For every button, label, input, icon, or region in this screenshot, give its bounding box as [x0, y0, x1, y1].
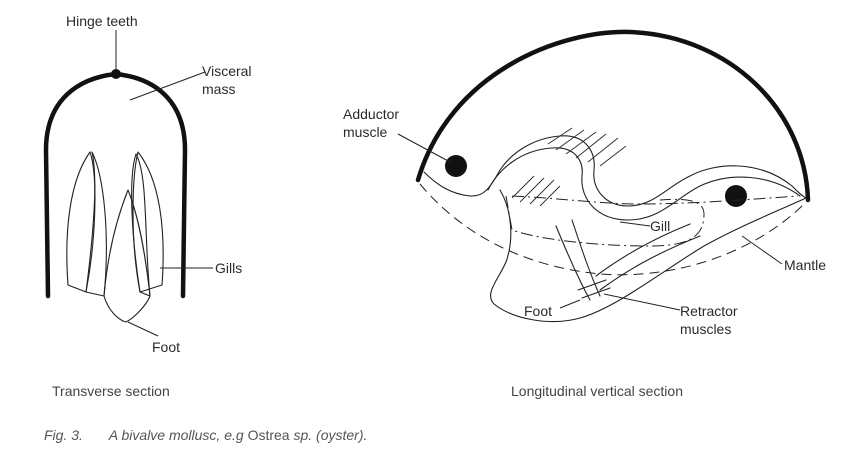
leader-visceral	[129, 71, 206, 101]
leader-adductor	[397, 133, 451, 163]
figure-number: Fig. 3.	[44, 427, 83, 443]
gill-left-inner	[85, 151, 107, 297]
label-retractor-2: muscles	[680, 321, 731, 337]
label-foot-right: Foot	[524, 303, 552, 319]
caption-longitudinal: Longitudinal vertical section	[511, 383, 683, 399]
retractor-cross	[577, 279, 611, 299]
hatching-marks	[511, 127, 627, 207]
caption-transverse: Transverse section	[52, 383, 170, 399]
foot-longitudinal	[489, 189, 807, 323]
shell-arc-longitudinal	[415, 29, 811, 203]
label-hinge-teeth: Hinge teeth	[66, 13, 138, 29]
visceral-body-outline	[423, 135, 807, 207]
label-visceral-mass-2: mass	[202, 81, 235, 97]
figure-caption: Fig. 3. A bivalve mollusc, e.g Ostrea sp…	[44, 427, 367, 443]
visceral-body-inner	[487, 147, 801, 221]
leader-retractor	[603, 293, 681, 311]
figure-genus: Ostrea	[248, 427, 290, 443]
figure-text-italic: A bivalve mollusc, e.g	[108, 427, 248, 443]
gill-right-outer	[132, 151, 164, 293]
label-adductor-2: muscle	[343, 124, 388, 140]
retractor-muscle-4	[599, 235, 701, 291]
adductor-muscle-right	[725, 185, 747, 207]
retractor-muscle-1	[555, 225, 591, 301]
adductor-muscle-left	[445, 155, 467, 177]
mantle-line	[419, 183, 809, 276]
leader-foot-left	[127, 321, 159, 337]
figure-text-tail: sp. (oyster).	[293, 427, 367, 443]
gill-axis-longitudinal	[511, 195, 799, 205]
retractor-muscle-3	[595, 223, 691, 277]
retractor-muscle-2	[571, 219, 601, 297]
gill-left-outer	[66, 151, 96, 293]
leader-foot-right	[559, 299, 581, 309]
hinge-teeth-dot	[111, 69, 121, 79]
label-visceral-mass-1: Visceral	[202, 63, 252, 79]
leader-mantle	[741, 235, 783, 265]
label-adductor-1: Adductor	[343, 106, 399, 122]
label-gills: Gills	[215, 260, 242, 276]
label-foot-left: Foot	[152, 339, 180, 355]
label-mantle: Mantle	[784, 257, 826, 273]
foot-transverse	[103, 189, 151, 323]
label-retractor-1: Retractor	[680, 303, 738, 319]
longitudinal-section: Adductor muscle Gill Mantle Foot Retract…	[343, 29, 826, 337]
transverse-section: Hinge teeth Visceral mass Gills Foot	[43, 13, 252, 355]
leader-gill	[619, 221, 651, 227]
label-gill: Gill	[650, 218, 670, 234]
